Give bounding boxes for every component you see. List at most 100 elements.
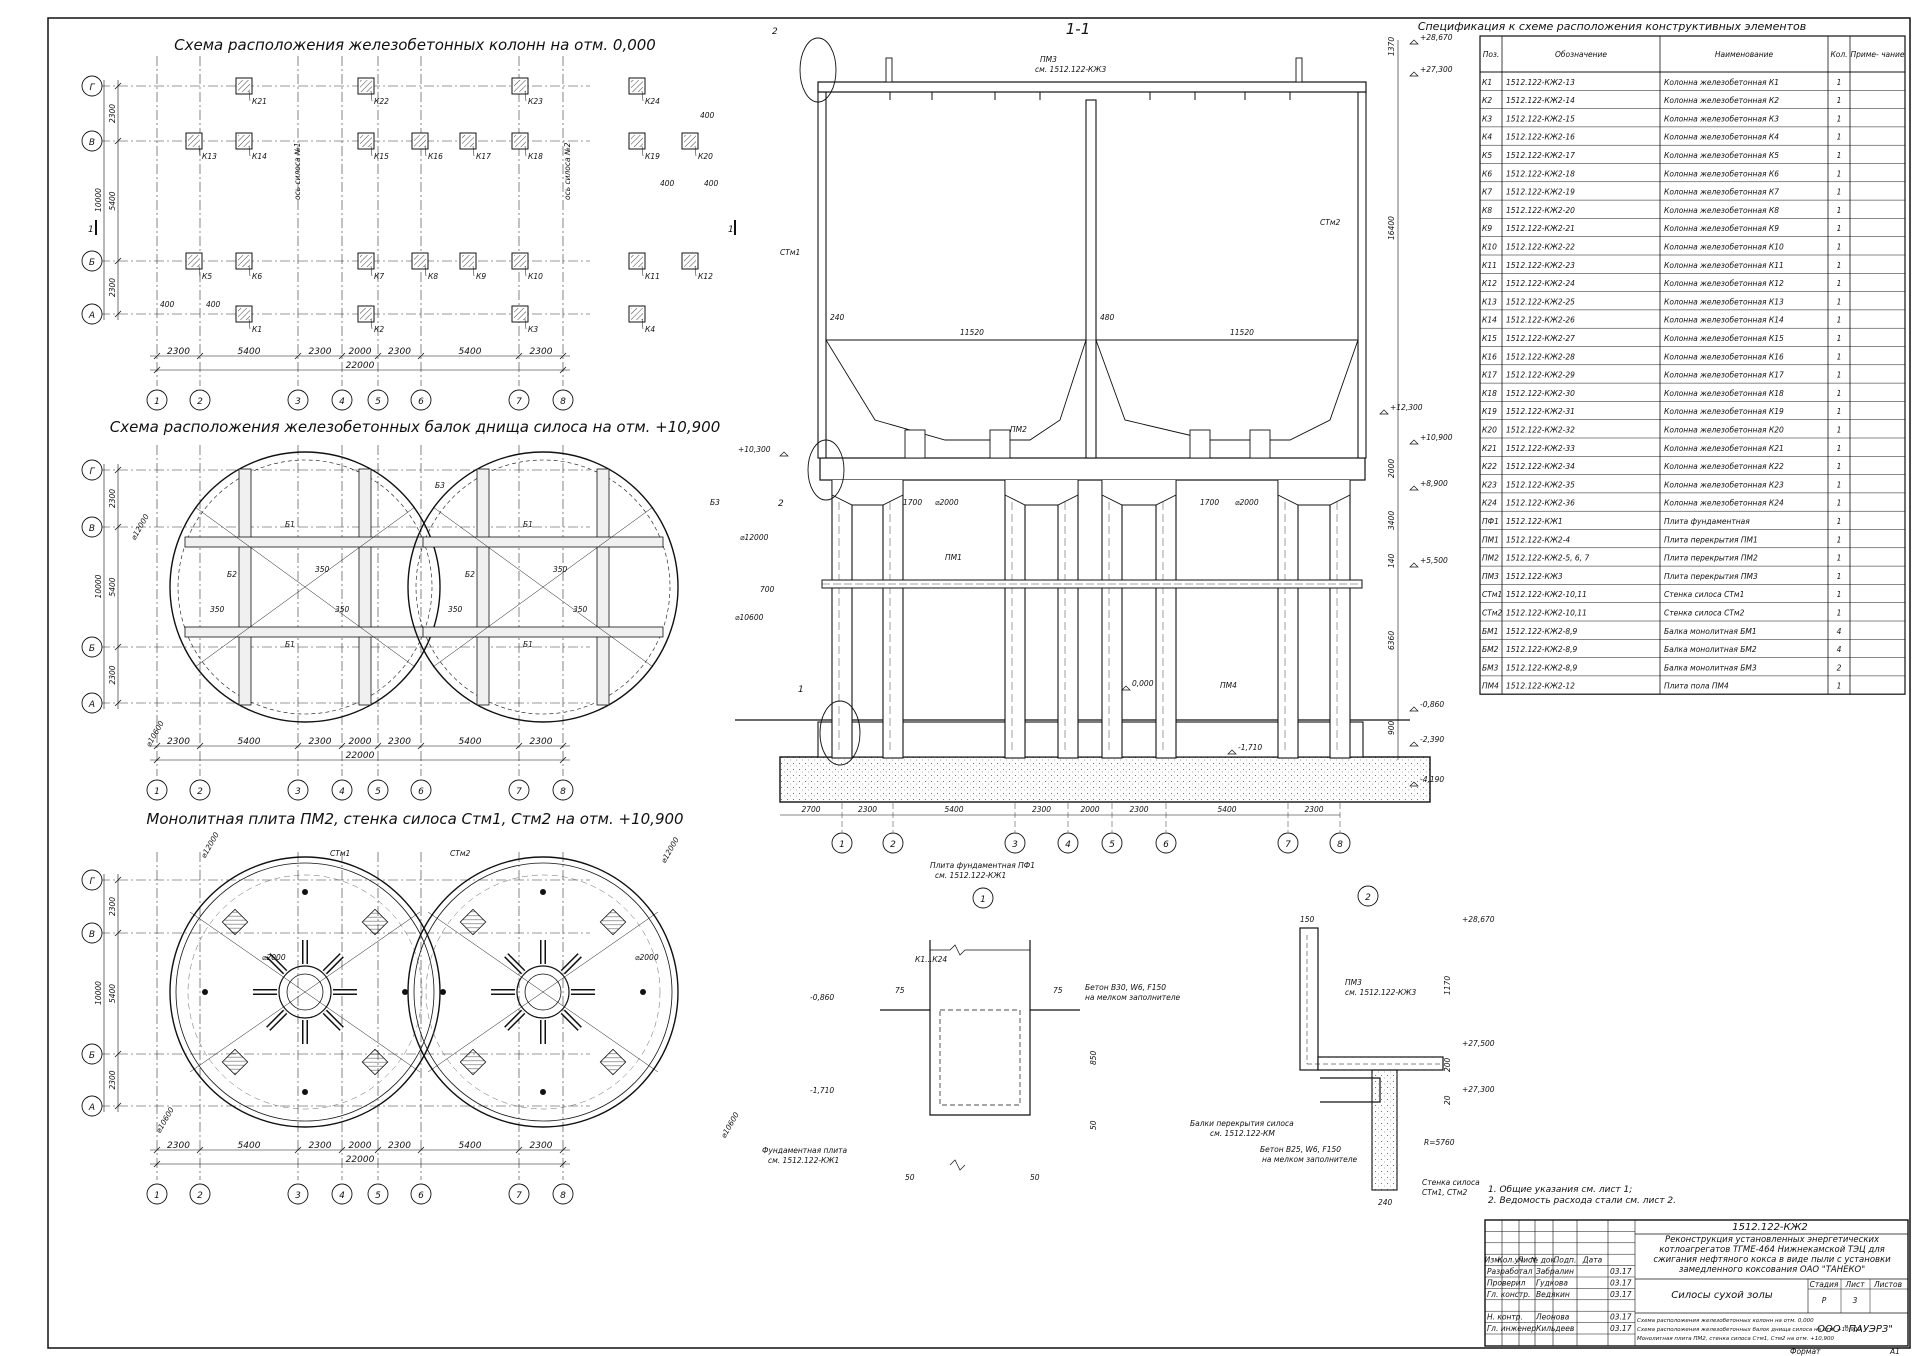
dim-350: 350 <box>573 605 588 614</box>
spec-code: 1512.122-КЖ2-21 <box>1506 224 1575 233</box>
capital <box>831 480 904 506</box>
stamp-role: Гл. инженер <box>1487 1324 1536 1333</box>
axis-label: 8 <box>1337 840 1343 850</box>
dim-tick <box>294 742 302 750</box>
break-line <box>930 944 1030 956</box>
axis-bubble <box>1155 832 1177 854</box>
spec-name: Плита фундаментная <box>1664 517 1750 526</box>
dim-1700: 1700 <box>903 498 922 507</box>
level-mark <box>1227 749 1237 755</box>
stm2-label: СТм2 <box>1320 218 1340 227</box>
center-ring-inner <box>524 973 562 1011</box>
stamp-date: 03.17 <box>1610 1267 1632 1276</box>
axis-bubble <box>410 1183 432 1205</box>
node2-150: 150 <box>1300 915 1315 924</box>
dim-tick <box>114 1050 122 1058</box>
column-head <box>221 1048 249 1076</box>
dim-value: 5400 <box>238 1141 261 1151</box>
spec-qty: 1 <box>1837 444 1842 453</box>
node1-concrete: Бетон В30, W6, F150 <box>1085 983 1166 992</box>
hdim-value: 2300 <box>1032 805 1051 814</box>
foundation-slab <box>779 756 1431 803</box>
hopper-1 <box>825 339 1087 441</box>
spec-qty: 1 <box>1837 316 1842 325</box>
pm1-label: ПМ1 <box>945 553 962 562</box>
dim-value: 2300 <box>530 347 553 357</box>
stamp-person: Забралин <box>1536 1267 1574 1276</box>
spec-qty: 1 <box>1837 297 1842 306</box>
diam-label: ⌀2000 <box>635 953 659 962</box>
radial-beam-inner <box>505 954 525 974</box>
axis-label-let: В <box>89 524 95 534</box>
stamp-role: Н. контр. <box>1487 1313 1523 1322</box>
column-head <box>599 1048 627 1076</box>
level-mark <box>1409 781 1419 787</box>
callout-ellipse <box>799 37 837 103</box>
axis-bubble <box>81 1043 103 1065</box>
stamp-col-head: Кол.уч <box>1498 1256 1525 1265</box>
silo-axis-1: ось силоса №1 <box>293 142 302 200</box>
axis-label-num: 6 <box>418 787 424 797</box>
level-mark <box>1409 485 1419 491</box>
column-hatch <box>514 80 526 92</box>
axis-bubble <box>367 779 389 801</box>
spec-pos: ПМ3 <box>1482 572 1499 581</box>
outlet <box>989 429 1011 459</box>
axis-label: 1 <box>839 840 845 850</box>
center-ring-inner <box>286 973 324 1011</box>
spec-qty: 1 <box>1837 261 1842 270</box>
axis-label-num: 5 <box>375 1191 381 1201</box>
axis-bubble <box>81 130 103 152</box>
foundation-beam <box>817 721 1364 758</box>
dim-value: 5400 <box>459 347 482 357</box>
parapet <box>885 57 893 83</box>
dim-350: 350 <box>315 565 330 574</box>
spec-qty: 1 <box>1837 279 1842 288</box>
level-value: +27,300 <box>1420 65 1453 74</box>
spec-qty: 1 <box>1837 609 1842 618</box>
leader <box>248 90 251 102</box>
axis-bubble <box>1329 832 1351 854</box>
spec-name: Колонна железобетонная К16 <box>1664 352 1784 361</box>
axis-label-num: 7 <box>516 1191 522 1201</box>
axis-label: 7 <box>1285 840 1291 850</box>
section-column <box>1329 479 1351 759</box>
node1-75b: 75 <box>1053 986 1063 995</box>
level-mark <box>1409 741 1419 747</box>
column-hatch <box>188 255 200 267</box>
note-2: 2. Ведомость расхода стали см. лист 2. <box>1488 1196 1676 1206</box>
axis-bubble <box>331 389 353 411</box>
hdim-value: 2300 <box>1129 805 1148 814</box>
spec-pos: К23 <box>1482 480 1497 489</box>
wall-thickness: 240 <box>830 313 845 322</box>
axis-label-num: 6 <box>418 397 424 407</box>
column-head <box>599 908 627 936</box>
node2-wall: Стенка силоса <box>1422 1178 1480 1187</box>
column-hatch <box>631 308 643 320</box>
dim-value: 2300 <box>309 737 332 747</box>
columns-plan: Схема расположения железобетонных колонн… <box>81 36 736 411</box>
spec-pos: К3 <box>1482 114 1492 123</box>
node-bubble <box>972 887 994 909</box>
spec-qty: 1 <box>1837 133 1842 142</box>
axis-label-let: В <box>89 930 95 940</box>
level-mark <box>779 451 789 457</box>
level-mark <box>1409 562 1419 568</box>
hdim-value: 2300 <box>858 805 877 814</box>
spec-code: 1512.122-КЖ2-8,9 <box>1506 645 1578 654</box>
axis-bubble <box>552 1183 574 1205</box>
axis-label-num: 7 <box>516 787 522 797</box>
spec-pos: К24 <box>1482 499 1497 508</box>
vdim-value: 900 <box>1387 720 1396 735</box>
leader <box>370 265 373 277</box>
vdim-value: 3400 <box>1387 511 1396 530</box>
dim-value: 2300 <box>167 347 190 357</box>
column-label: К15 <box>374 152 389 161</box>
spec-qty: 1 <box>1837 517 1842 526</box>
wall-label: СТм1 <box>330 849 350 858</box>
spec-name: Балка монолитная БМ2 <box>1664 645 1757 654</box>
dim-tick <box>153 742 161 750</box>
spec-qty: 4 <box>1837 645 1842 654</box>
spec-name: Колонна железобетонная К6 <box>1664 169 1779 178</box>
spec-name: Колонна железобетонная К20 <box>1664 426 1784 435</box>
